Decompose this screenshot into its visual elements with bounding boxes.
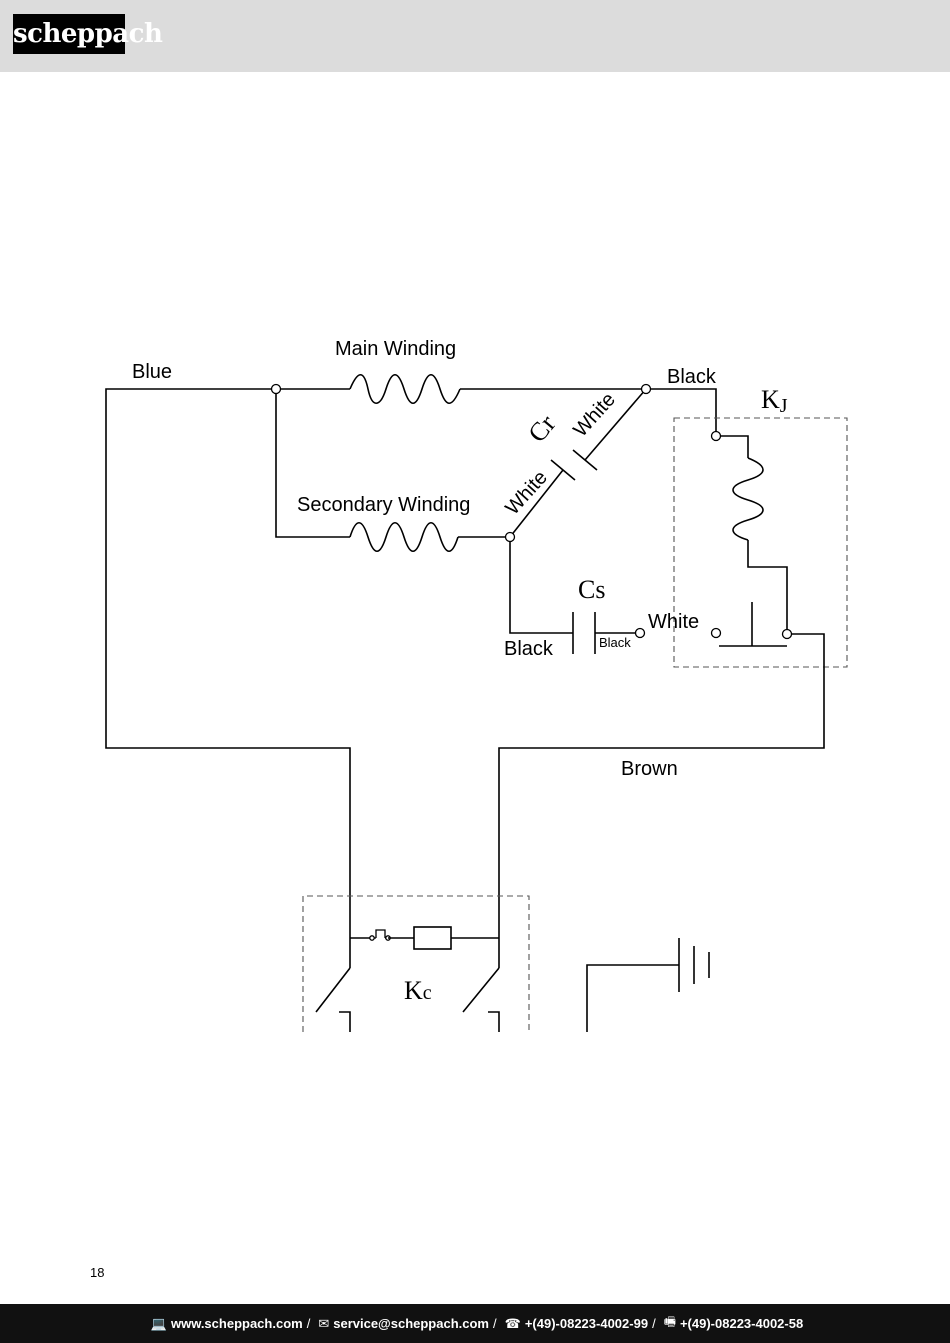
relay-terminal-out [781,628,793,640]
label-white-upper: White [569,389,620,442]
footer-fax: +(49)-08223-4002-58 [679,1316,804,1331]
relay-coil [732,457,764,541]
blue-wire [105,388,351,968]
mail-icon: ✉ [318,1315,330,1331]
footer-separator-1: / [306,1316,311,1331]
label-kc: Kc [404,976,432,1005]
footer-bar: 💻 www.scheppach.com / ✉ service@scheppac… [0,1304,950,1343]
kc-switch-left [315,967,351,1013]
kc-contact-right [488,1011,500,1032]
secondary-winding-coil [349,521,459,553]
label-black-top: Black [667,366,717,388]
secondary-wire-left [275,389,350,538]
switch-kc-box [302,895,530,1032]
ground-wire [586,964,679,1032]
footer-separator-2: / [493,1316,497,1331]
fax-icon: 🖷 [663,1313,676,1329]
label-cr: Cr [522,409,561,448]
kc-resistor [413,926,452,950]
label-main-winding: Main Winding [335,338,456,360]
label-white-right: White [648,611,699,633]
junction-node-blue [270,383,282,395]
relay-coil-lead-bottom [747,540,788,634]
scheppach-logo: scheppach [13,14,163,54]
footer-website-link[interactable]: www.scheppach.com [170,1316,303,1331]
cr-plate-lower [550,459,576,481]
label-black-left: Black [504,638,554,660]
junction-node-black [640,383,652,395]
kc-contact-left [339,1011,351,1032]
header-bar: scheppach [0,0,950,72]
cs-wire-left [509,537,573,634]
footer-email-link[interactable]: service@scheppach.com [333,1316,489,1331]
footer-phone: +(49)-08223-4002-99 [524,1316,649,1331]
phone-icon: ☎ [504,1315,521,1331]
computer-icon: 💻 [150,1315,167,1331]
kc-switch-right [462,967,500,1013]
label-black-small: Black [599,635,631,650]
label-kj: KJ [761,385,788,417]
relay-out-wire [498,633,825,968]
cr-wire-upper [584,388,647,461]
page-number: 18 [90,1265,105,1280]
relay-terminal-top [710,430,722,442]
main-winding-coil [349,373,461,405]
black-to-relay-wire [646,388,717,436]
label-secondary-winding: Secondary Winding [297,494,470,516]
junction-node-secondary [504,531,516,543]
label-brown: Brown [621,758,678,780]
relay-kj-box [673,417,848,668]
relay-terminal-in [710,627,722,639]
kc-pushbutton-dot-left [369,935,375,941]
wiring-diagram: Blue Main Winding Black KJ Cr White Whit… [105,338,848,1032]
footer-separator-3: / [652,1316,656,1331]
cr-wire-lower [509,469,564,538]
label-blue: Blue [132,361,172,383]
label-cs: Cs [578,575,605,604]
relay-coil-lead-top [716,435,749,458]
cs-terminal [634,627,646,639]
